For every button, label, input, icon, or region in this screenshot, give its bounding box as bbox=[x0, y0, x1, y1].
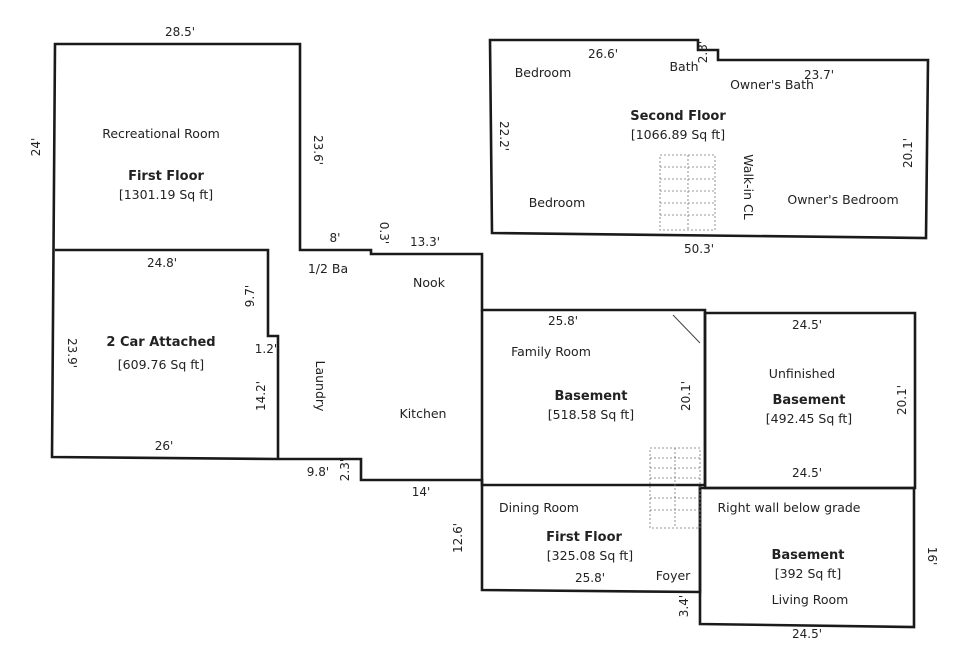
garage-label: 2 Car Attached bbox=[106, 335, 215, 350]
dim-label: 2.3' bbox=[696, 41, 710, 63]
kitchen-label: Kitchen bbox=[400, 406, 447, 421]
second-floor-outline bbox=[488, 38, 930, 240]
dim-label: 24' bbox=[29, 138, 43, 157]
bath-label: Bath bbox=[669, 59, 698, 74]
basement-unfinished-area: [492.45 Sq ft] bbox=[766, 411, 852, 426]
second-floor-area: [1066.89 Sq ft] bbox=[631, 127, 725, 142]
dim-label: 20.1' bbox=[901, 138, 915, 168]
dim-label: 3.4' bbox=[677, 595, 691, 617]
walk-in-closet-label: Walk-in CL bbox=[741, 154, 756, 220]
dim-label: 20.1' bbox=[895, 385, 909, 415]
basement-living-outline bbox=[698, 486, 916, 629]
dim-label: 25.8' bbox=[548, 314, 578, 328]
dim-label: 25.8' bbox=[575, 571, 605, 585]
basement-family-area: [518.58 Sq ft] bbox=[548, 407, 634, 422]
first-floor-area: [1301.19 Sq ft] bbox=[119, 187, 213, 202]
dim-label: 13.3' bbox=[410, 235, 440, 249]
dim-label: 24.5' bbox=[792, 466, 822, 480]
foyer-label: Foyer bbox=[656, 568, 691, 583]
owners-bedroom-label: Owner's Bedroom bbox=[787, 192, 898, 207]
bedroom-1-label: Bedroom bbox=[515, 65, 572, 80]
dining-first-floor-area: [325.08 Sq ft] bbox=[547, 548, 633, 563]
dim-label: 1.2' bbox=[255, 342, 277, 356]
owners-bath-label: Owner's Bath bbox=[730, 77, 814, 92]
dim-label: 12.6' bbox=[451, 523, 465, 553]
basement-living-area: [392 Sq ft] bbox=[775, 566, 842, 581]
dim-label: 23.9' bbox=[65, 338, 79, 368]
dim-label: 14.2' bbox=[254, 381, 268, 411]
dining-room-label: Dining Room bbox=[499, 500, 579, 515]
dim-label: 22.2' bbox=[497, 121, 511, 151]
dim-label: 9.8' bbox=[307, 465, 329, 479]
recreational-room-label: Recreational Room bbox=[102, 126, 220, 141]
dim-label: 8' bbox=[330, 231, 341, 245]
basement-unfinished-label: Basement bbox=[772, 393, 845, 408]
basement-stairs bbox=[649, 447, 701, 529]
dim-label: 28.5' bbox=[165, 25, 195, 39]
dim-label: 23.7' bbox=[804, 68, 834, 82]
dim-label: 20.1' bbox=[679, 381, 693, 411]
garage-walls bbox=[55, 248, 280, 459]
dim-label: 23.6' bbox=[311, 135, 325, 165]
dim-label: 14' bbox=[412, 485, 431, 499]
laundry-label: Laundry bbox=[313, 361, 328, 413]
garage-area: [609.76 Sq ft] bbox=[118, 357, 204, 372]
right-wall-note: Right wall below grade bbox=[718, 500, 861, 515]
dim-label: 9.7' bbox=[243, 285, 257, 307]
dim-label: 24.5' bbox=[792, 627, 822, 641]
dim-label: 26.6' bbox=[588, 47, 618, 61]
basement-family-label: Basement bbox=[554, 389, 627, 404]
first-floor-label: First Floor bbox=[128, 169, 204, 184]
dim-label: 26' bbox=[155, 439, 174, 453]
dim-label: 50.3' bbox=[684, 242, 714, 256]
dim-label: 16' bbox=[925, 547, 939, 566]
dim-label: 24.8' bbox=[147, 256, 177, 270]
family-room-label: Family Room bbox=[511, 344, 591, 359]
half-bath-label: 1/2 Ba bbox=[308, 261, 348, 276]
bedroom-2-label: Bedroom bbox=[529, 195, 586, 210]
diagonal-wall bbox=[672, 314, 701, 344]
dining-first-floor-label: First Floor bbox=[546, 530, 622, 545]
second-floor-label: Second Floor bbox=[630, 109, 726, 124]
dim-label: 2.3' bbox=[338, 459, 352, 481]
basement-living-label: Basement bbox=[771, 548, 844, 563]
dim-label: 0.3' bbox=[377, 222, 391, 244]
second-floor-stairs bbox=[659, 154, 716, 231]
living-room-label: Living Room bbox=[772, 592, 849, 607]
dim-label: 24.5' bbox=[792, 318, 822, 332]
nook-label: Nook bbox=[413, 275, 446, 290]
unfinished-label: Unfinished bbox=[769, 366, 835, 381]
